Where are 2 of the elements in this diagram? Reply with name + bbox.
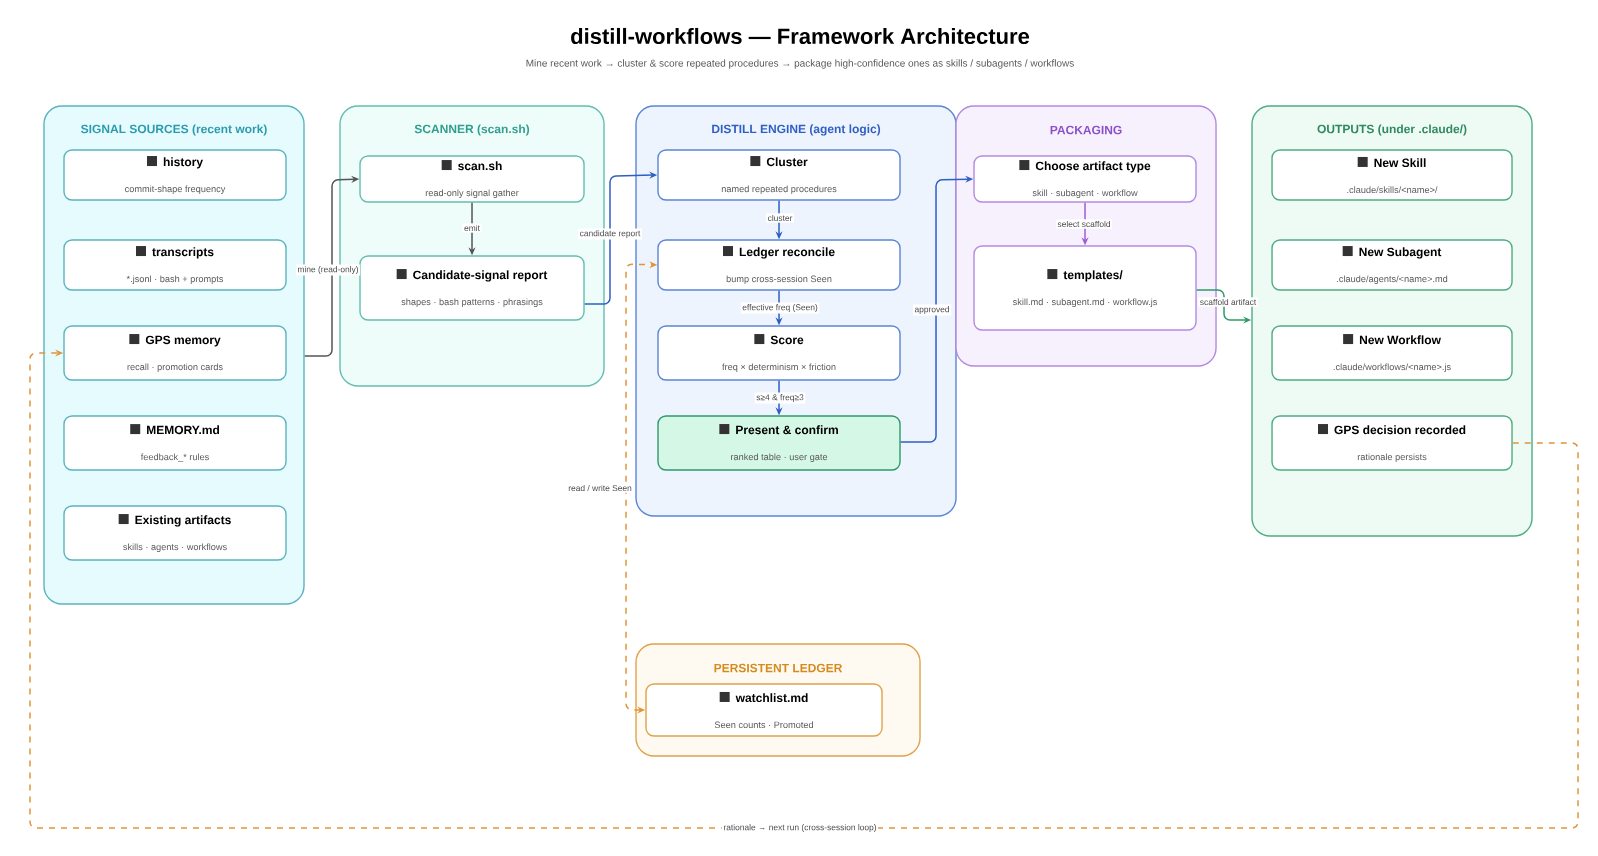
arrow	[29, 349, 1579, 829]
title: distill-workflows — Framework Architecture	[571, 27, 1030, 45]
